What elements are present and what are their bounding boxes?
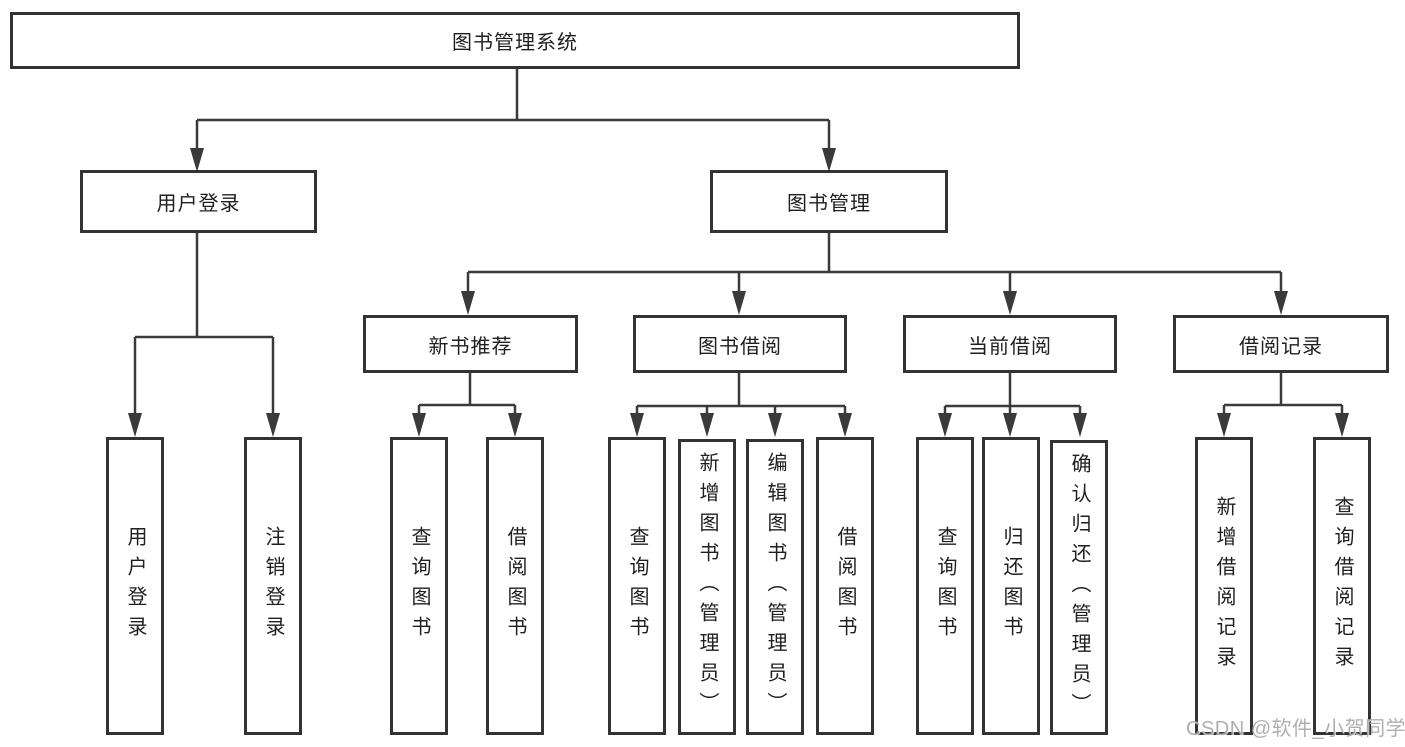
node-book-borrow: 图书借阅	[633, 315, 847, 373]
leaf-add-book-admin-label: 新增图书（管理员）	[696, 452, 718, 722]
leaf-confirm-return-admin: 确认归还（管理员）	[1050, 440, 1108, 735]
leaf-confirm-return-admin-label: 确认归还（管理员）	[1068, 452, 1090, 723]
leaf-borrow-books-1-label: 借阅图书	[504, 526, 526, 646]
leaf-add-book-admin: 新增图书（管理员）	[678, 439, 736, 735]
node-library-management-system: 图书管理系统	[10, 12, 1020, 69]
arrowheads	[128, 148, 1349, 437]
leaf-query-books-2: 查询图书	[608, 437, 666, 735]
leaf-return-book: 归还图书	[982, 437, 1040, 735]
leaf-add-borrow-record-label: 新增借阅记录	[1213, 496, 1235, 676]
leaf-logout: 注销登录	[244, 437, 302, 735]
leaf-query-books-3: 查询图书	[916, 437, 974, 735]
leaf-borrow-books-2: 借阅图书	[816, 437, 874, 735]
node-book-management: 图书管理	[710, 170, 948, 233]
leaf-query-books-3-label: 查询图书	[934, 526, 956, 646]
leaf-edit-book-admin-label: 编辑图书（管理员）	[764, 452, 786, 722]
leaf-user-login-label: 用户登录	[124, 526, 146, 646]
leaf-query-books-1-label: 查询图书	[408, 526, 430, 646]
leaf-edit-book-admin: 编辑图书（管理员）	[746, 439, 804, 735]
leaf-query-books-1: 查询图书	[390, 437, 448, 735]
node-user-login: 用户登录	[80, 170, 317, 233]
connector-paths	[133, 69, 1344, 415]
leaf-query-borrow-record-label: 查询借阅记录	[1331, 496, 1353, 676]
watermark: CSDN @软件_小贺同学	[1186, 718, 1405, 740]
leaf-borrow-books-1: 借阅图书	[486, 437, 544, 735]
leaf-add-borrow-record: 新增借阅记录	[1195, 437, 1253, 735]
leaf-return-book-label: 归还图书	[1000, 526, 1022, 646]
node-current-borrow: 当前借阅	[903, 315, 1117, 373]
leaf-user-login: 用户登录	[106, 437, 164, 735]
leaf-query-borrow-record: 查询借阅记录	[1313, 437, 1371, 735]
leaf-logout-label: 注销登录	[262, 526, 284, 646]
leaf-borrow-books-2-label: 借阅图书	[834, 526, 856, 646]
node-new-book-recommend: 新书推荐	[363, 315, 578, 373]
leaf-query-books-2-label: 查询图书	[626, 526, 648, 646]
node-borrow-records: 借阅记录	[1173, 315, 1389, 373]
